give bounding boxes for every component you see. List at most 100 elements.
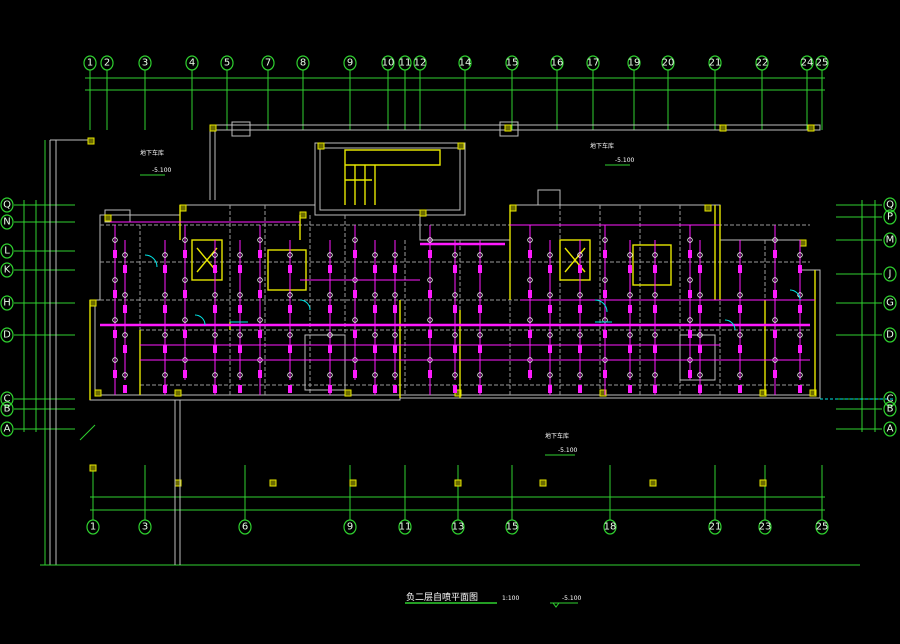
pipe-size-tag	[328, 345, 332, 353]
sprinkler-head	[237, 292, 243, 298]
axis-bubble-top: 5	[220, 55, 234, 71]
pipe-size-tag	[213, 305, 217, 313]
sprinkler-head	[352, 237, 358, 243]
pipe-size-tag	[528, 330, 532, 338]
sprinkler-head	[452, 292, 458, 298]
axis-bubble-top: 12	[413, 55, 427, 71]
sprinkler-head	[527, 277, 533, 283]
pipe-size-tag	[428, 250, 432, 258]
sprinkler-head	[547, 332, 553, 338]
pipe-size-tag	[548, 385, 552, 393]
pipe-size-tag	[548, 305, 552, 313]
sprinkler-head	[772, 237, 778, 243]
axis-bubble-circle	[505, 55, 519, 71]
axis-bubble-right: Q	[883, 197, 897, 213]
pipe-size-tag	[113, 370, 117, 378]
sprinkler-head	[427, 277, 433, 283]
axis-bubble-circle	[458, 55, 472, 71]
elevator-shafts	[191, 239, 672, 291]
axis-bubble-bottom: 6	[238, 519, 252, 535]
axis-bubble-top: 2	[100, 55, 114, 71]
sprinkler-head	[327, 372, 333, 378]
axis-bubble-right: A	[883, 421, 897, 437]
axis-label: 3	[142, 58, 148, 69]
axis-label: 17	[587, 58, 600, 69]
sprinkler-head	[687, 277, 693, 283]
sprinkler-head	[287, 252, 293, 258]
axis-label: Q	[886, 200, 894, 211]
sprinkler-head	[577, 252, 583, 258]
axis-bubble-bottom: 21	[708, 519, 722, 535]
column	[809, 389, 817, 397]
axis-bubble-circle	[413, 55, 427, 71]
sprinkler-head	[797, 372, 803, 378]
sprinkler-head	[392, 252, 398, 258]
sprinkler-head	[122, 372, 128, 378]
axis-label: 19	[628, 58, 641, 69]
pipe-size-tag	[123, 385, 127, 393]
axis-label: A	[4, 424, 11, 435]
column	[349, 479, 357, 487]
pipe-size-tag	[738, 385, 742, 393]
axis-bubble-top: 16	[550, 55, 564, 71]
axis-label: H	[3, 298, 11, 309]
pipe-size-tag	[628, 265, 632, 273]
axis-bubble-circle	[0, 327, 14, 343]
pipe-size-tag	[653, 345, 657, 353]
sprinkler-head	[237, 252, 243, 258]
sprinkler-head	[697, 292, 703, 298]
sprinkler-head	[372, 372, 378, 378]
axis-label: 11	[399, 522, 412, 533]
pipe-size-tag	[578, 385, 582, 393]
level-label-bottom: -5.100	[558, 447, 578, 454]
axis-label: 11	[399, 58, 412, 69]
pipe-size-tag	[528, 290, 532, 298]
pipe-size-tag	[113, 290, 117, 298]
pipe-size-tag	[183, 290, 187, 298]
pipe-size-tag	[163, 305, 167, 313]
axis-bubble-right: D	[883, 327, 897, 343]
sprinkler-head	[477, 372, 483, 378]
pipe-size-tag	[698, 305, 702, 313]
sprinkler-head	[737, 252, 743, 258]
sprinkler-head	[112, 277, 118, 283]
pipe-size-tag	[798, 345, 802, 353]
sprinkler-head	[577, 332, 583, 338]
axis-label: 24	[801, 58, 814, 69]
sprinkler-head	[287, 372, 293, 378]
pipe-size-tag	[258, 290, 262, 298]
pipe-size-tag	[773, 330, 777, 338]
pipe-size-tag	[798, 265, 802, 273]
axis-bubble-circle	[883, 421, 897, 437]
pipe-size-tag	[163, 265, 167, 273]
sprinkler-head	[797, 252, 803, 258]
sprinkler-head	[547, 372, 553, 378]
pipe-size-tag	[653, 265, 657, 273]
pipe-size-tag	[163, 385, 167, 393]
axis-bubble-top: 19	[627, 55, 641, 71]
axis-bubble-top: 15	[505, 55, 519, 71]
column	[799, 239, 807, 247]
column	[174, 389, 182, 397]
axis-bubble-circle	[0, 214, 14, 230]
pipe-size-tag	[478, 345, 482, 353]
axis-bubble-top: 24	[800, 55, 814, 71]
pipe-size-tag	[773, 370, 777, 378]
axis-bubble-top: 21	[708, 55, 722, 71]
axis-bubble-bottom: 1	[86, 519, 100, 535]
pipe-size-tag	[373, 265, 377, 273]
sprinkler-head	[652, 252, 658, 258]
axis-bubble-circle	[627, 55, 641, 71]
axis-label: 22	[756, 58, 769, 69]
pipe-size-tag	[393, 265, 397, 273]
axis-label: D	[3, 330, 11, 341]
axis-label: C	[4, 394, 11, 405]
sprinkler-head	[652, 332, 658, 338]
axis-label: D	[886, 330, 894, 341]
pipe-size-tag	[288, 305, 292, 313]
axis-bubble-left: L	[0, 243, 14, 259]
column	[759, 389, 767, 397]
axis-bubble-top: 22	[755, 55, 769, 71]
sprinkler-head	[452, 332, 458, 338]
